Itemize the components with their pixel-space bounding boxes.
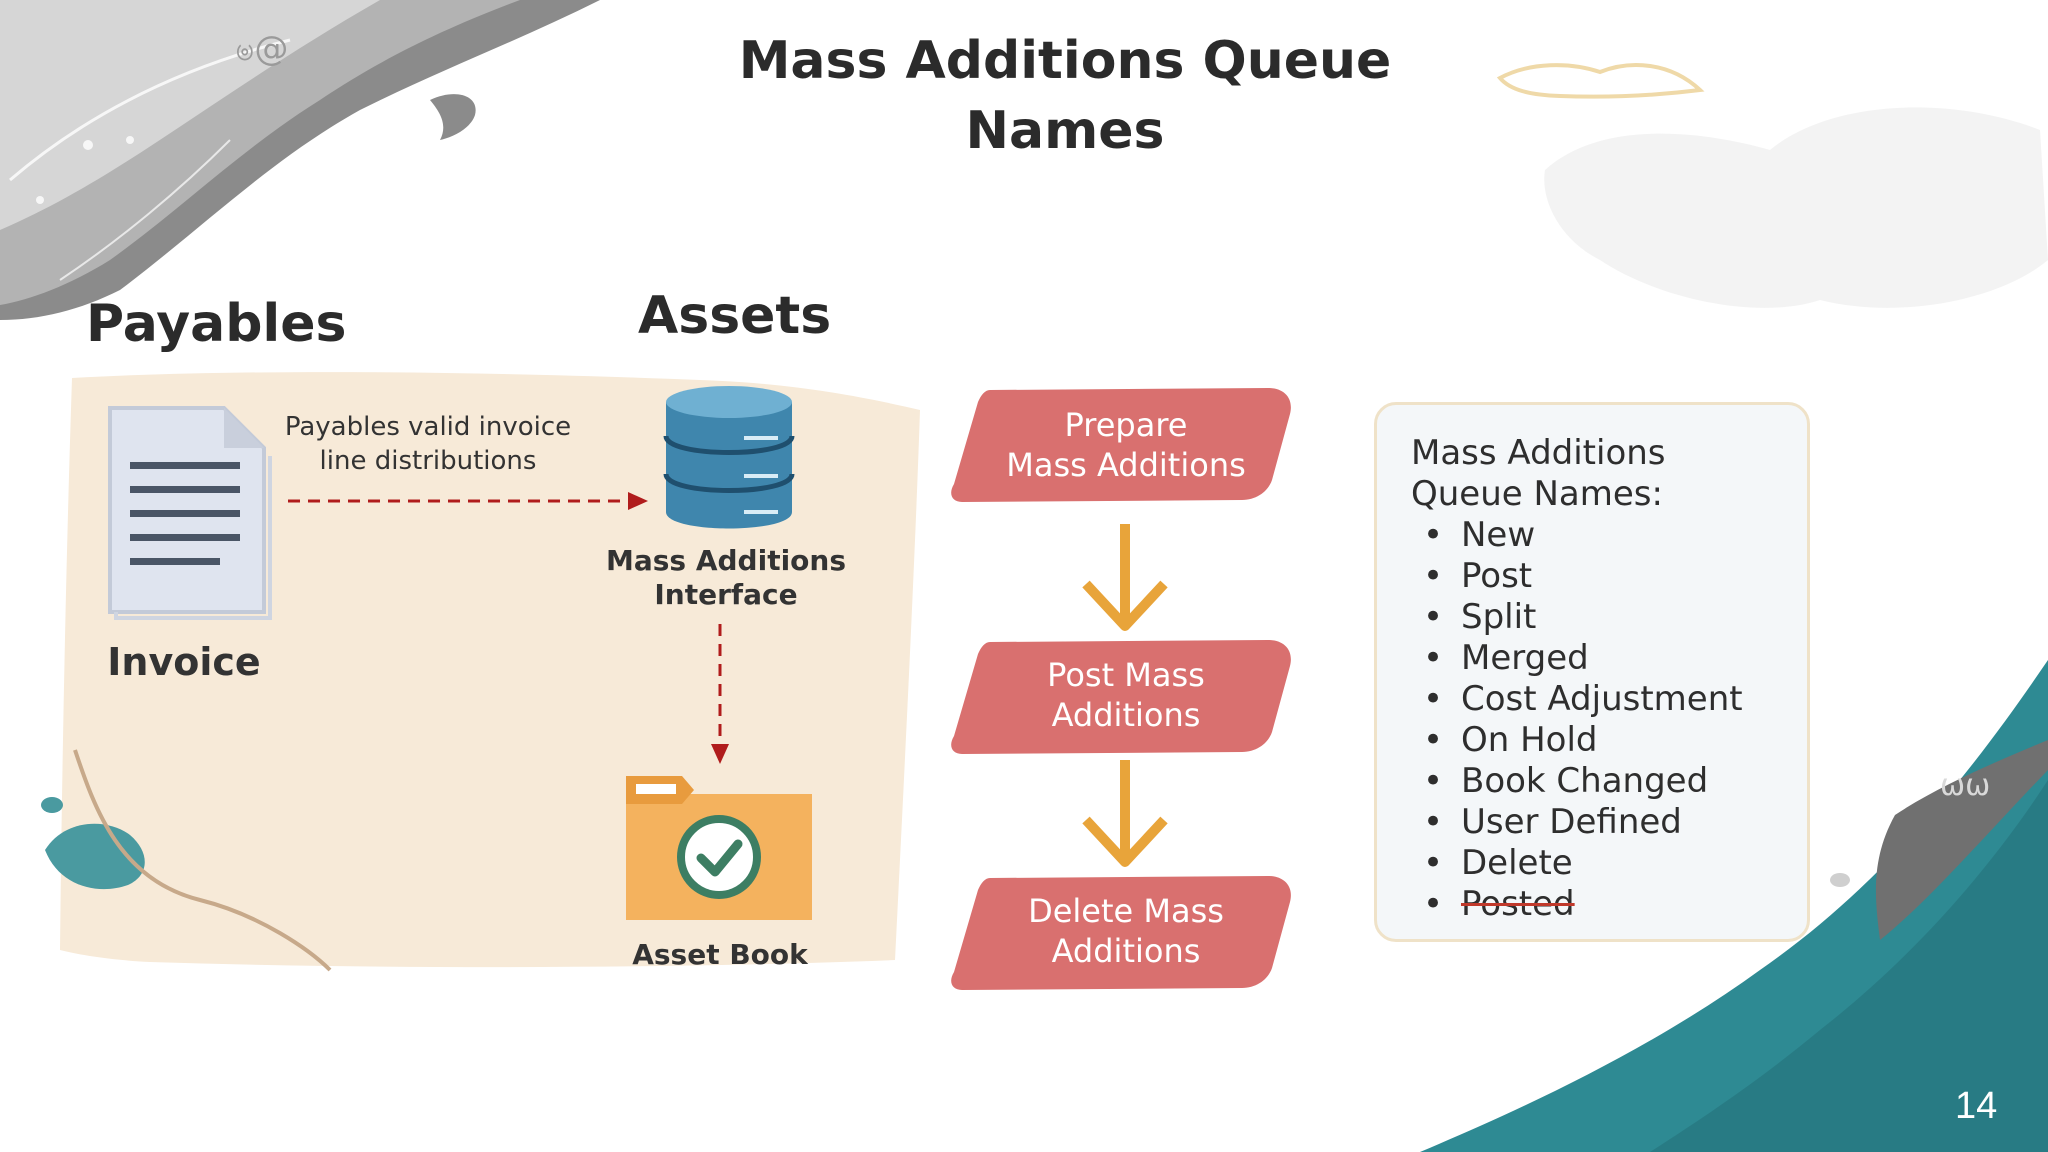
page-title: Mass Additions Queue Names — [738, 31, 1392, 161]
step-post-shape — [951, 640, 1291, 754]
queue-item: •User Defined — [1423, 802, 1682, 842]
invoice-label: Invoice — [107, 640, 261, 684]
step-prepare: Prepare Mass Additions — [1006, 406, 1246, 484]
queue-item: •Post — [1423, 556, 1533, 596]
folder-check-icon — [626, 776, 812, 920]
asset-book-label: Asset Book — [632, 938, 808, 971]
queue-item: •Merged — [1423, 638, 1589, 678]
interface-label: Mass Additions Interface — [606, 544, 847, 611]
dashed-arrow-down — [711, 624, 729, 764]
queue-item: •On Hold — [1423, 720, 1598, 760]
down-arrow-icon — [1082, 524, 1168, 631]
database-icon — [663, 386, 795, 529]
step-delete: Delete Mass Additions — [1028, 892, 1224, 970]
queue-item: •Split — [1423, 597, 1537, 637]
flow-note: Payables valid invoice line distribution… — [284, 412, 572, 476]
queue-names-panel: Mass Additions Queue Names: •New •Post •… — [1374, 402, 1810, 942]
svg-text:ωω: ωω — [1940, 768, 1990, 803]
step-post: Post Mass Additions — [1047, 656, 1205, 734]
step-prepare-shape — [951, 388, 1291, 502]
down-arrow-icon — [1082, 760, 1168, 867]
queue-list: •New •Post •Split •Merged •Cost Adjustme… — [1411, 515, 1743, 925]
queue-item: •New — [1423, 515, 1536, 555]
payables-heading: Payables — [86, 294, 347, 354]
document-icon — [108, 406, 272, 620]
step-delete-shape — [951, 876, 1291, 990]
queue-item: •Cost Adjustment — [1423, 679, 1743, 719]
dashed-arrow-right — [288, 492, 648, 510]
queue-item-posted: •Posted — [1423, 884, 1575, 924]
queue-item: •Book Changed — [1423, 761, 1709, 801]
queue-item: •Delete — [1423, 843, 1573, 883]
assets-heading: Assets — [638, 286, 832, 346]
queue-panel-title: Mass Additions Queue Names: — [1411, 433, 1666, 514]
page-number: 14 — [1955, 1085, 1998, 1127]
svg-text:ၑ@: ၑ@ — [235, 29, 288, 69]
